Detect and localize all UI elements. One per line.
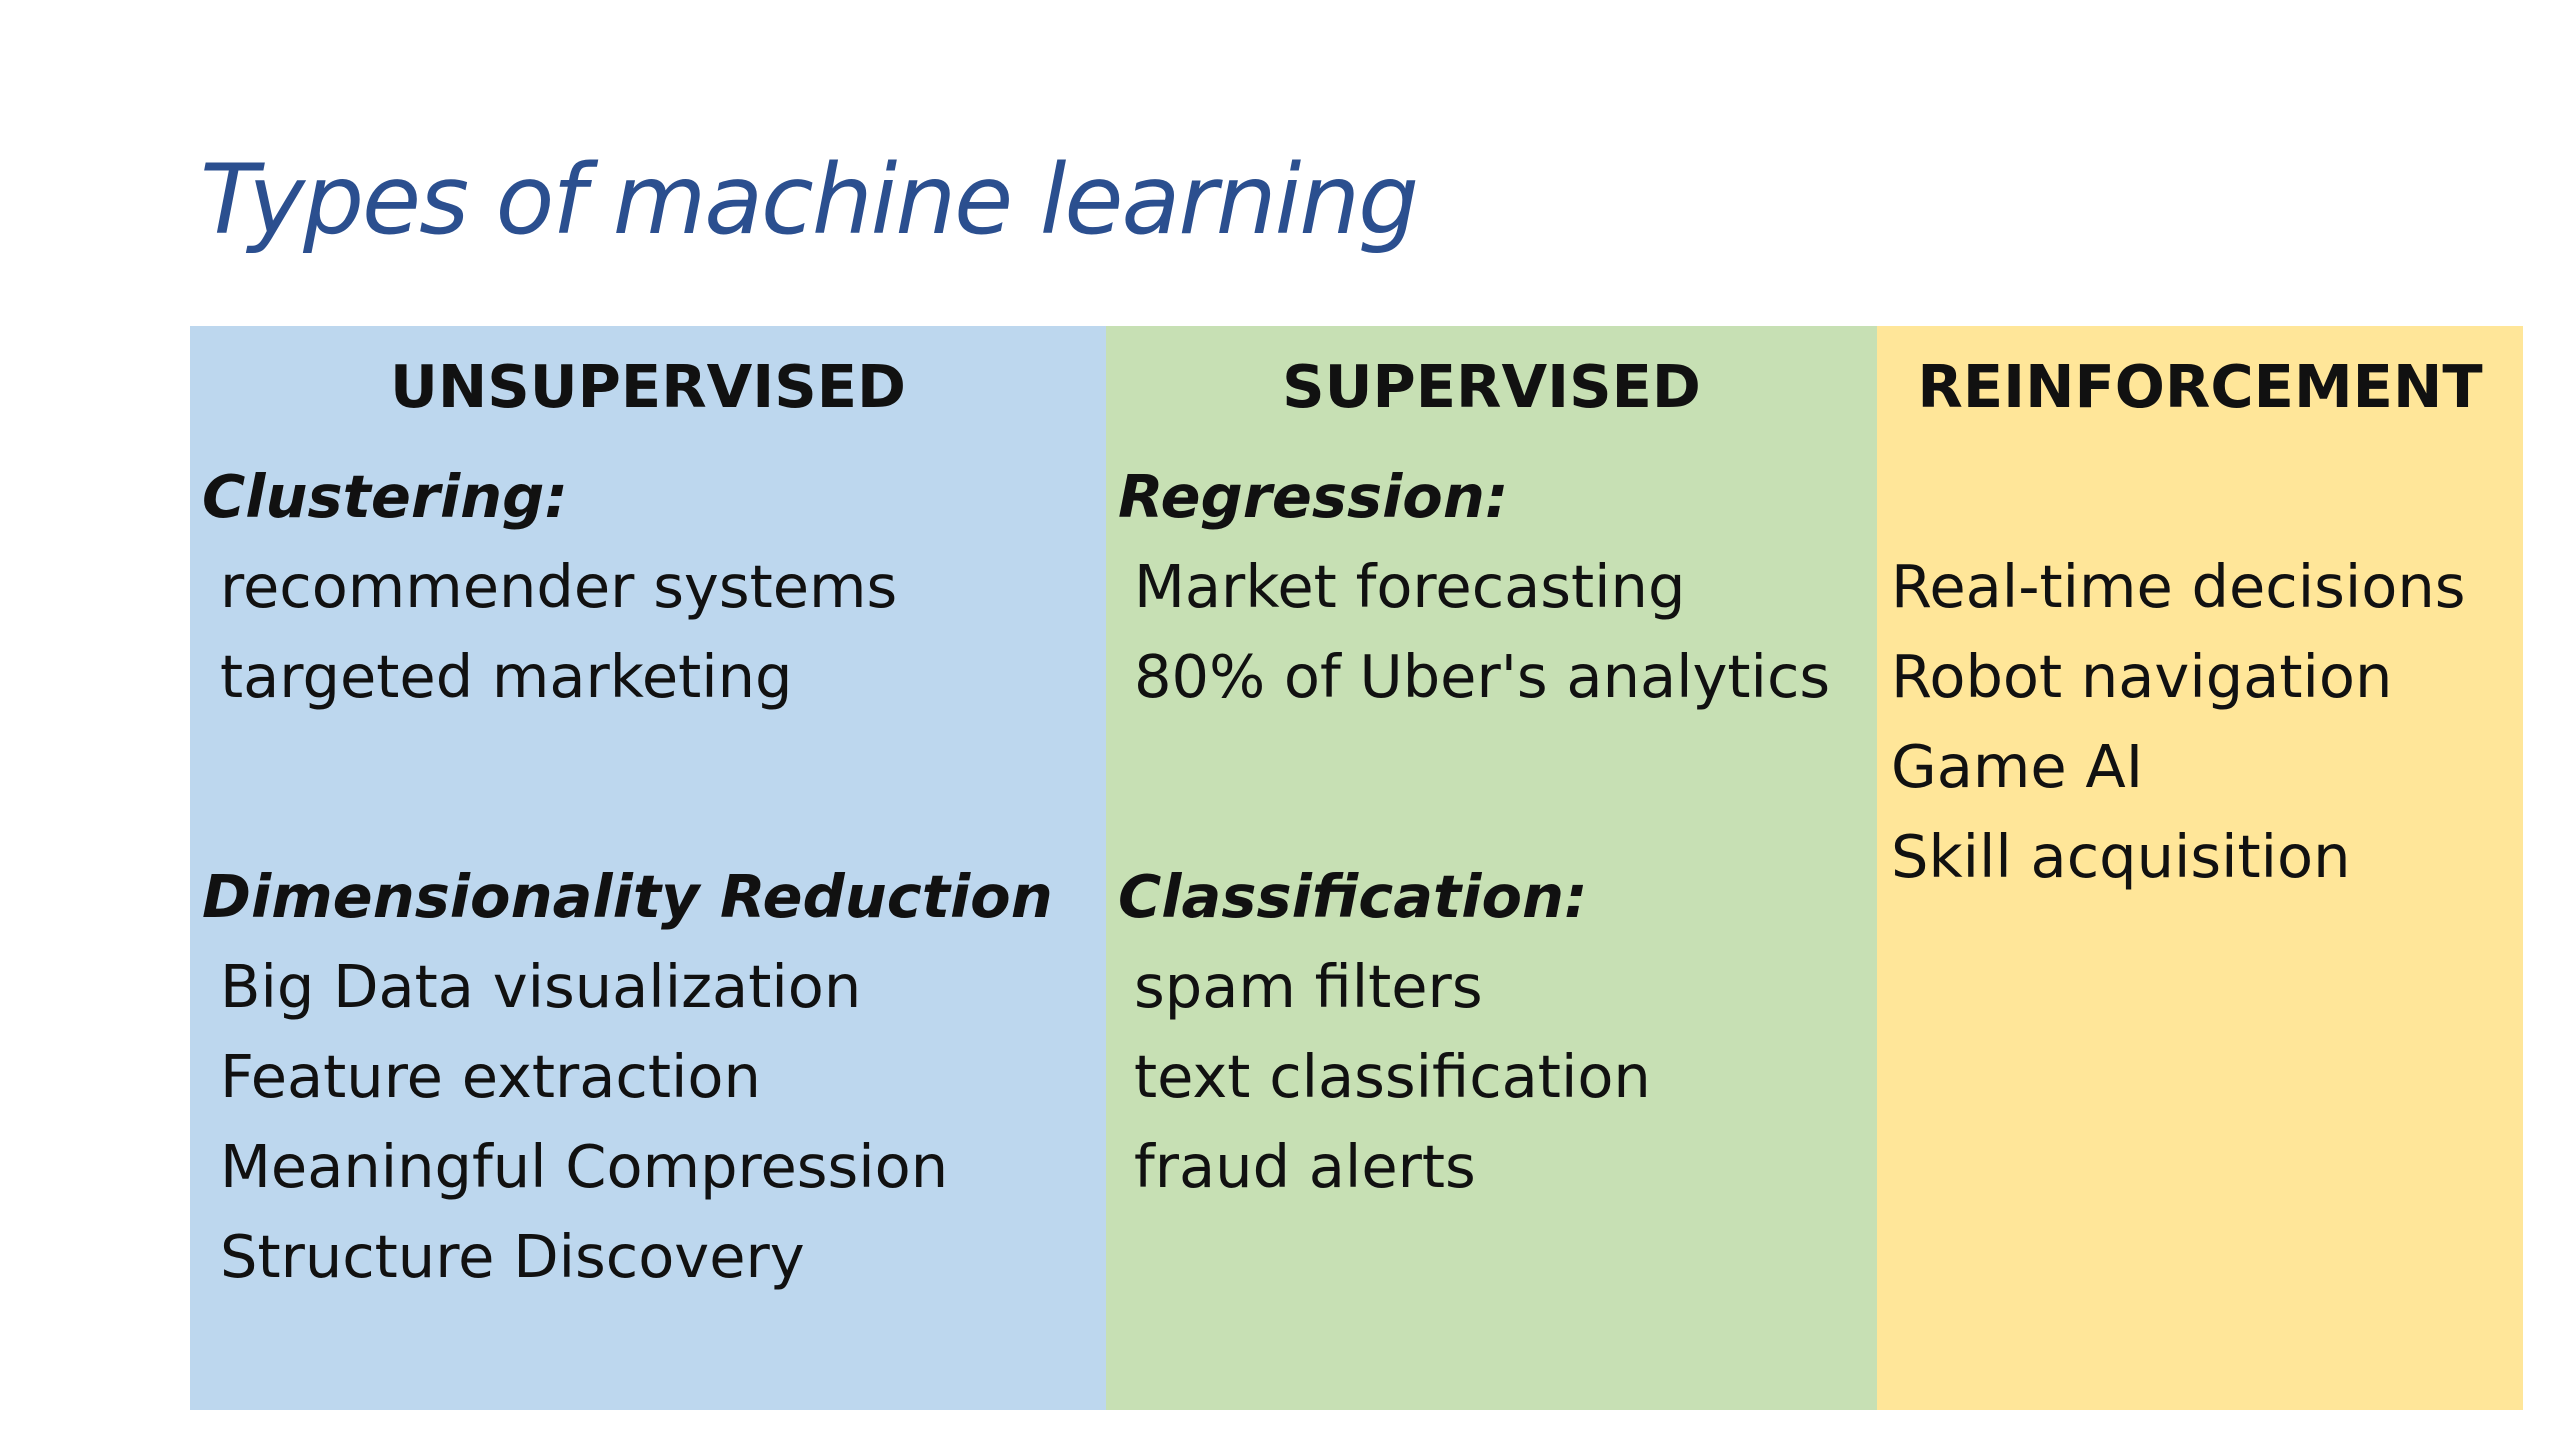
reinforcement-item: Game AI [1891, 732, 2144, 801]
clustering-title: Clustering: [202, 462, 569, 531]
reinforcement-item: Real-time decisions [1891, 552, 2466, 621]
ml-types-table: UNSUPERVISED Clustering: recommender sys… [190, 326, 2523, 1410]
unsupervised-item: Structure Discovery [220, 1222, 805, 1291]
unsupervised-column: UNSUPERVISED Clustering: recommender sys… [190, 326, 1106, 1410]
reinforcement-header: REINFORCEMENT [1917, 352, 2483, 421]
supervised-item: spam filters [1134, 952, 1483, 1021]
supervised-item: 80% of Uber's analytics [1134, 642, 1831, 711]
unsupervised-item: Meaningful Compression [220, 1132, 949, 1201]
reinforcement-item: Robot navigation [1891, 642, 2393, 711]
unsupervised-item: Big Data visualization [220, 952, 862, 1021]
unsupervised-header: UNSUPERVISED [389, 352, 907, 421]
supervised-header: SUPERVISED [1282, 352, 1701, 421]
classification-title: Classification: [1118, 862, 1588, 931]
unsupervised-item: Feature extraction [220, 1042, 761, 1111]
supervised-item: text classification [1134, 1042, 1651, 1111]
supervised-item: fraud alerts [1134, 1132, 1476, 1201]
unsupervised-item: recommender systems [220, 552, 898, 621]
dimensionality-reduction-title: Dimensionality Reduction [202, 862, 1053, 931]
supervised-column: SUPERVISED Regression: Market forecastin… [1106, 326, 1877, 1410]
reinforcement-item: Skill acquisition [1891, 822, 2351, 891]
slide-title: Types of machine learning [200, 144, 1419, 256]
unsupervised-item: targeted marketing [220, 642, 793, 711]
reinforcement-column: REINFORCEMENT Real-time decisions Robot … [1877, 326, 2523, 1410]
regression-title: Regression: [1118, 462, 1509, 531]
supervised-item: Market forecasting [1134, 552, 1686, 621]
